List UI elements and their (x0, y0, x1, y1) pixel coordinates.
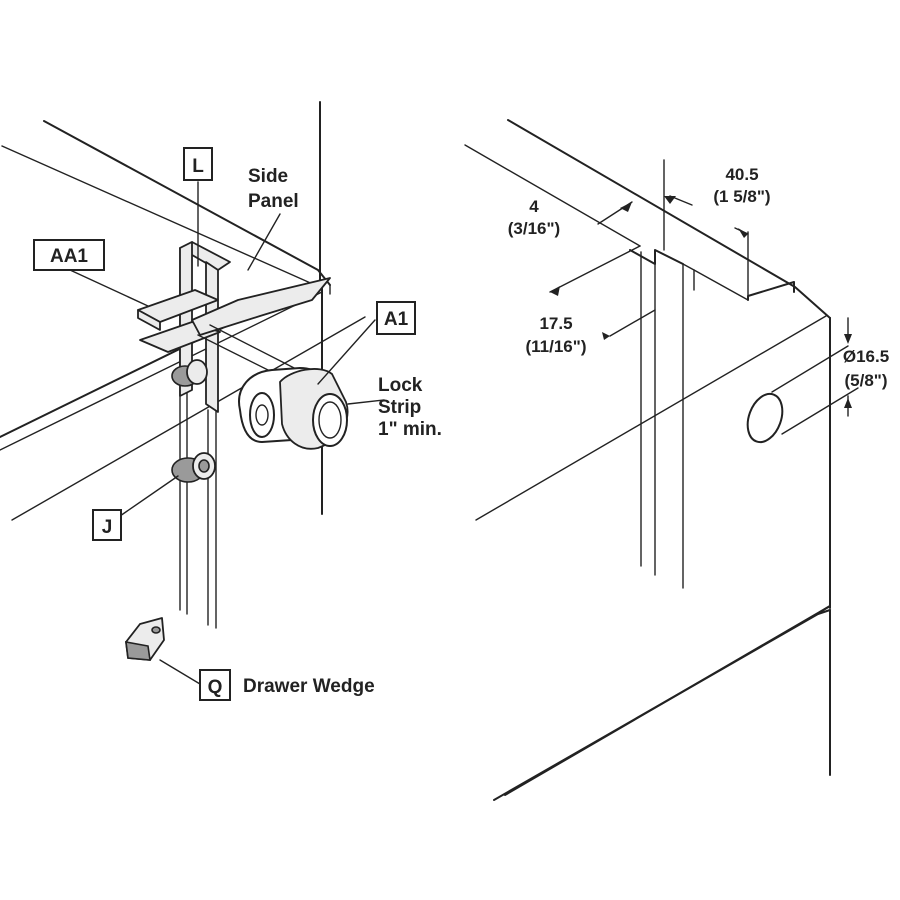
callout-a1: A1 (376, 301, 416, 335)
dimension-lines (464, 144, 859, 435)
dim-16-5-diameter: Ø16.5 (843, 347, 889, 366)
dim-40-5-inches: (1 5/8") (713, 187, 770, 206)
callout-q-text: Q (208, 677, 223, 698)
cam-lock-a1 (238, 367, 349, 450)
callout-l-text: L (192, 156, 204, 177)
lock-hole (746, 392, 784, 444)
callout-aa1-text: AA1 (50, 246, 88, 267)
side-panel-label-line1: Side (248, 166, 288, 187)
dim-4: 4 (529, 197, 539, 216)
lock-rod (191, 277, 331, 381)
callout-l: L (183, 147, 213, 181)
dim-40-5: 40.5 (725, 165, 758, 184)
callout-aa1: AA1 (33, 239, 105, 271)
thumb-knob-upper (171, 359, 208, 387)
side-panel (319, 101, 331, 515)
callout-j-text: J (102, 517, 113, 538)
leader-lines (69, 181, 385, 685)
dim-4-inches: (3/16") (508, 219, 560, 238)
drawer-wedge-q (125, 617, 165, 661)
dim-17-5-inches: (11/16") (526, 337, 587, 356)
callout-a1-text: A1 (384, 309, 409, 330)
thumb-knob-j (171, 452, 216, 483)
strip-groove (629, 249, 795, 589)
callout-j: J (92, 509, 122, 541)
lock-strip-label-line2: Strip (378, 397, 421, 418)
lock-strip-label-line1: Lock (378, 375, 423, 396)
right-dimension-drawing: 40.5 (1 5/8") 4 (3/16") 17.5 (11/16") Ø1… (464, 119, 889, 801)
side-panel-label-line2: Panel (248, 191, 299, 212)
dim-17-5: 17.5 (539, 314, 572, 333)
callout-q: Q (199, 669, 231, 701)
left-assembly-drawing: L AA1 A1 J Q Side Panel Lock Strip 1" mi… (0, 101, 442, 701)
drawer-wedge-label: Drawer Wedge (243, 676, 375, 697)
dim-16-5-inches: (5/8") (844, 371, 887, 390)
lock-strip-label-line3: 1" min. (378, 419, 442, 440)
